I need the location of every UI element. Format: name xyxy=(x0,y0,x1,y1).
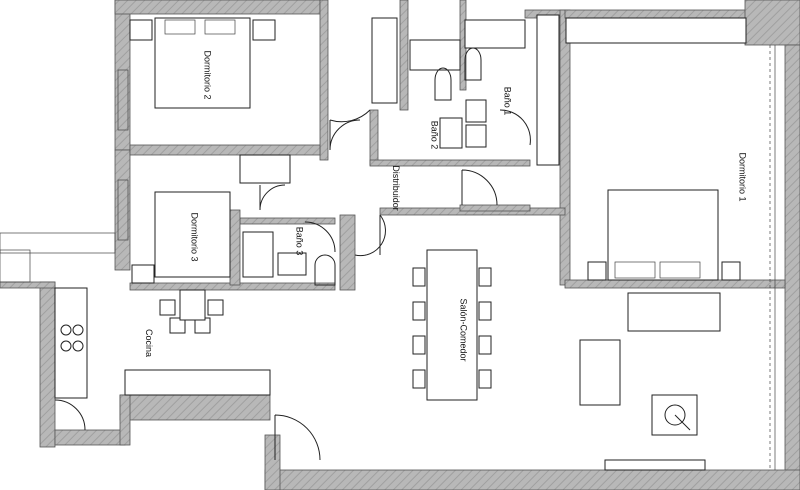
room-label-dormitorio-3: Dormitorio 3 xyxy=(189,212,200,262)
room-label-bano-3: Baño 3 xyxy=(294,226,305,256)
room-label-dormitorio-2: Dormitorio 2 xyxy=(202,50,213,100)
furniture xyxy=(54,14,747,471)
room-label-salon-comedor: Salón-Comedor xyxy=(458,298,469,362)
room-label-bano-2: Baño 2 xyxy=(429,120,440,150)
doors xyxy=(54,109,531,461)
room-label-distribuidor: Distribuidor xyxy=(390,165,401,211)
room-label-bano-1: Baño 1 xyxy=(502,86,513,116)
windows xyxy=(0,45,776,470)
room-label-dormitorio-1: Dormitorio 1 xyxy=(737,152,748,202)
room-label-cocina: Cocina xyxy=(144,328,155,358)
